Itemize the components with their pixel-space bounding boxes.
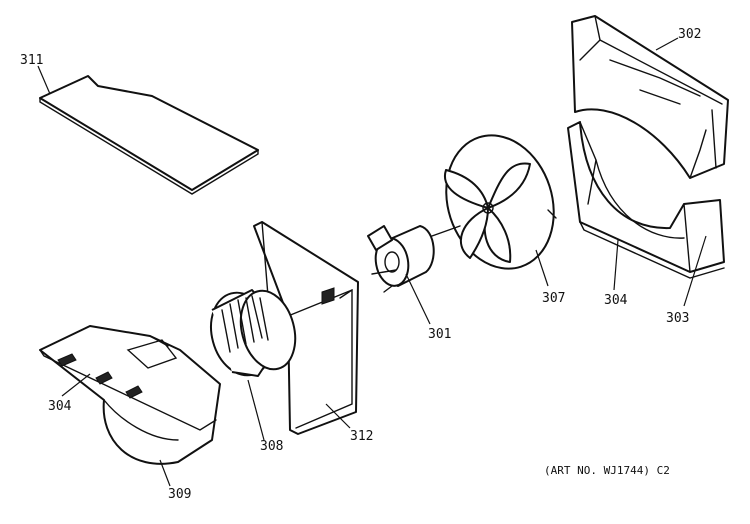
part-312-bracket [253,221,359,435]
leader-307 [535,249,549,287]
leader-301 [405,273,431,325]
callout-312: 312 [350,429,373,444]
leader-312 [325,403,351,429]
callout-301: 301 [428,327,451,342]
part-302-upper-shroud [571,15,729,179]
callout-304-right: 304 [604,293,628,308]
callout-304-left: 304 [48,399,72,414]
leader-304-right [613,239,619,291]
part-308-impeller [210,289,297,377]
part-307-fan-blade [443,134,557,270]
part-304-lower-shroud [567,121,725,279]
leader-302 [655,37,679,51]
leader-304-left [61,373,91,397]
callout-307: 307 [542,291,565,306]
leader-309 [159,459,171,487]
part-309-housing [39,325,221,465]
art-number: (ART NO. WJ1744) C2 [544,464,670,477]
callout-308: 308 [260,439,283,454]
leader-308 [247,379,265,441]
part-301-fan-motor [367,225,461,293]
part-311-cover-panel [39,75,259,195]
callout-311: 311 [20,53,43,68]
callout-309: 309 [168,487,191,502]
callout-303: 303 [666,311,689,326]
callout-302: 302 [678,27,701,42]
leader-311 [37,65,51,95]
leader-303 [683,235,707,307]
